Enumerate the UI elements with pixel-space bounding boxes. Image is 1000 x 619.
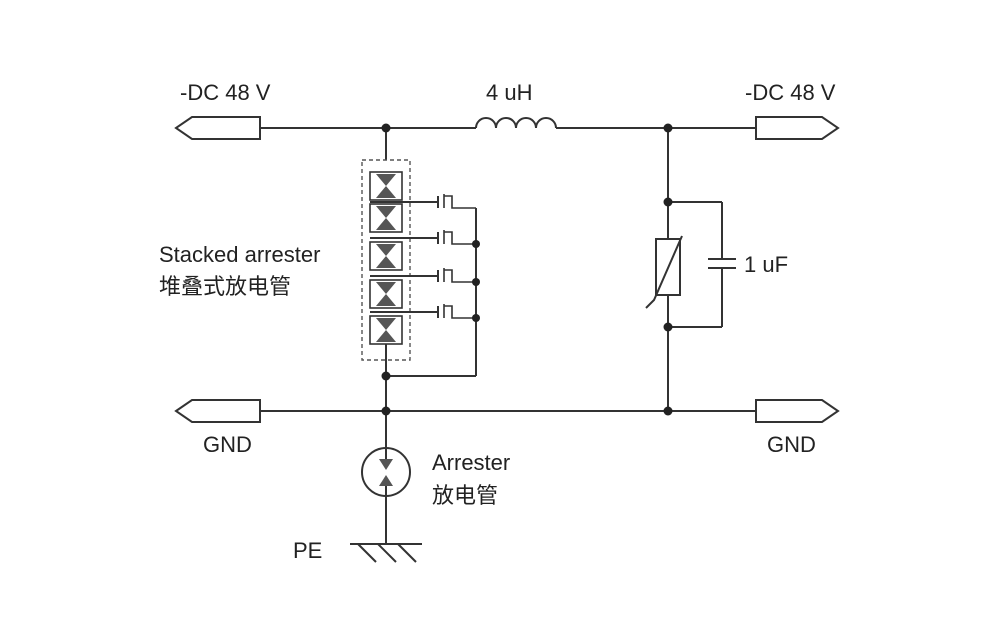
stacked-arrester-label-en: Stacked arrester [159, 242, 320, 267]
junction-dot [663, 123, 673, 133]
capacitor-1uf [708, 202, 736, 327]
gnd-input-connector [174, 399, 261, 423]
junction-dot [663, 197, 673, 207]
junction-dot [663, 406, 673, 416]
junction-dot [381, 371, 391, 381]
pe-ground-symbol [350, 543, 422, 563]
junction-dot [663, 322, 673, 332]
varistor [645, 235, 683, 309]
dc-output-label: -DC 48 V [745, 80, 836, 105]
dc-output-connector [755, 116, 840, 140]
gas-discharge-arrester [361, 447, 411, 497]
gnd-output-label: GND [767, 432, 816, 457]
junction-dot [381, 123, 391, 133]
pe-label: PE [293, 538, 322, 563]
inductor-label: 4 uH [486, 80, 532, 105]
arrester-label-en: Arrester [432, 450, 510, 475]
dc-input-label: -DC 48 V [180, 80, 271, 105]
gnd-output-connector [755, 399, 840, 423]
stacked-arrester [369, 171, 480, 376]
dc-input-connector [174, 116, 261, 140]
gnd-input-label: GND [203, 432, 252, 457]
capacitor-label: 1 uF [744, 252, 788, 277]
stacked-arrester-outline [361, 159, 411, 361]
junction-dot [381, 406, 391, 416]
arrester-label-zh: 放电管 [432, 483, 498, 508]
inductor-4uh [475, 117, 557, 129]
stacked-arrester-label-zh: 堆叠式放电管 [159, 274, 291, 299]
